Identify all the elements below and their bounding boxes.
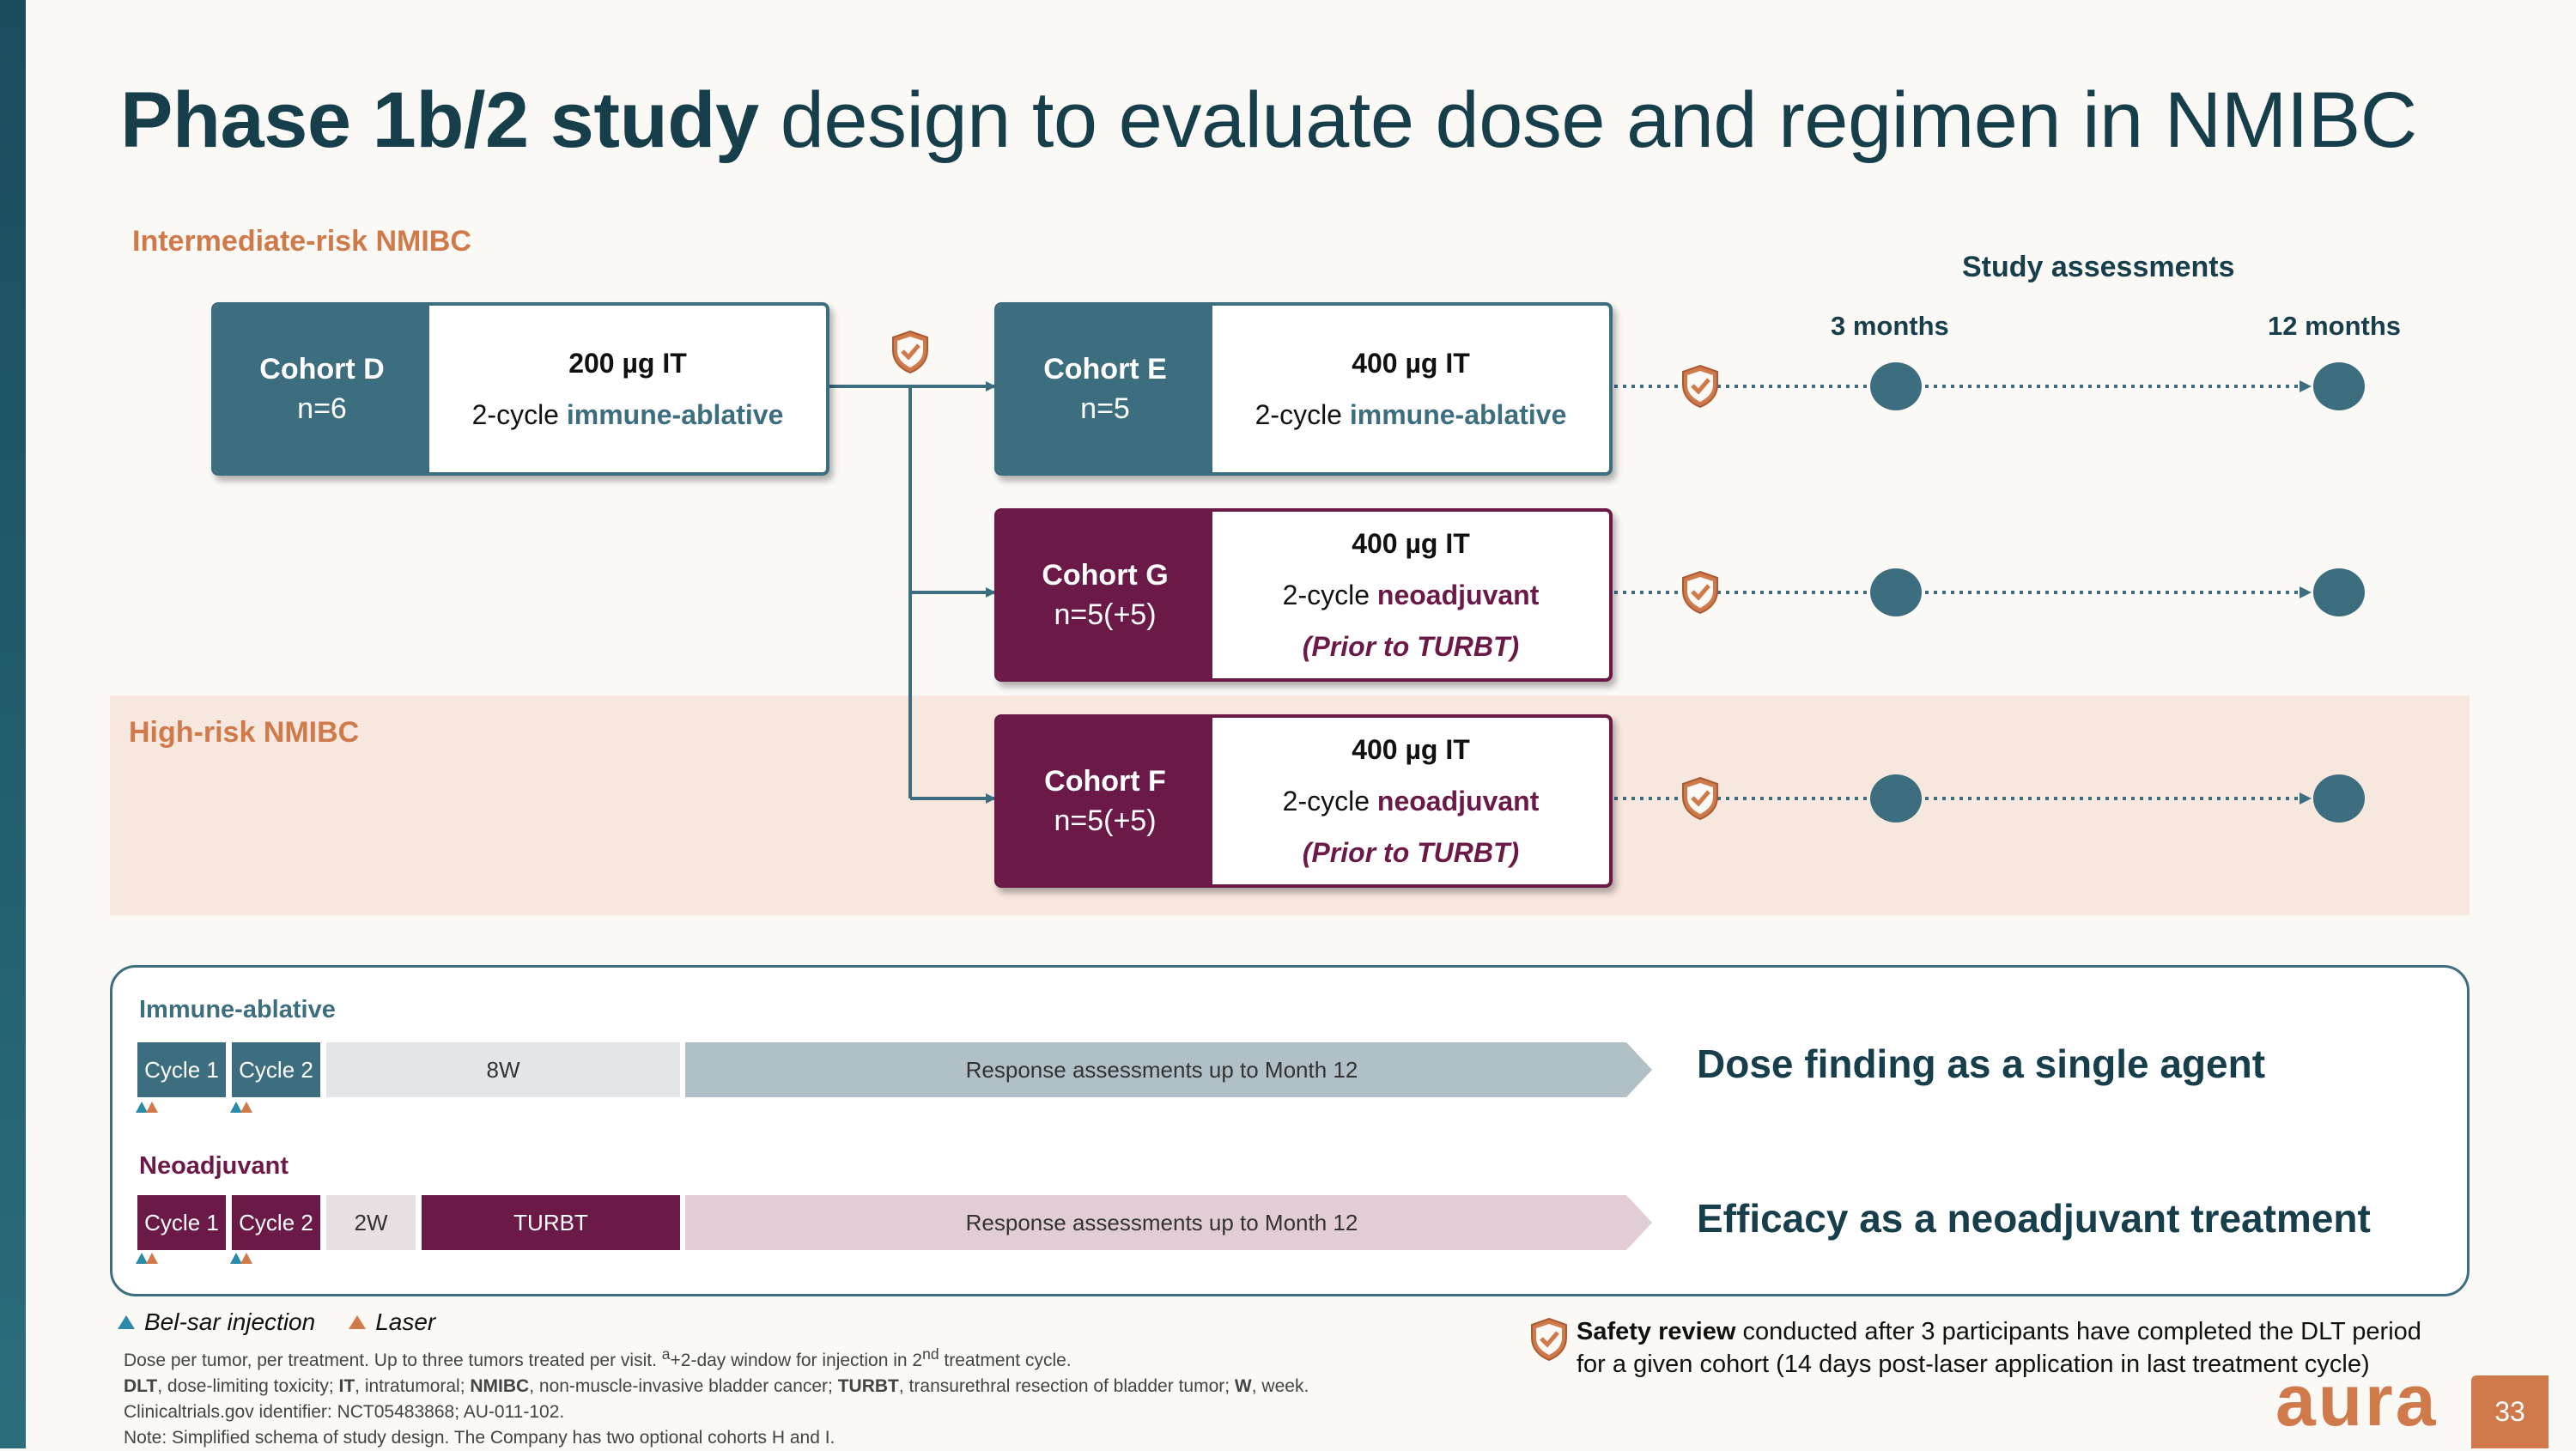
safety-shield-icon (1682, 570, 1718, 615)
cohort-e-detail: 400 µg IT 2-cycle immune-ablative (1212, 306, 1609, 472)
high-risk-label: High-risk NMIBC (129, 716, 360, 749)
immune-cycle2-markers (230, 1102, 252, 1113)
dot-g-3m (1870, 568, 1922, 616)
neo-cycle2-markers (230, 1253, 252, 1264)
page-number: 33 (2471, 1375, 2549, 1448)
neo-response-arrow-shape (685, 1195, 1652, 1250)
footnote-note: Note: Simplified schema of study design.… (124, 1428, 835, 1448)
neo-turbt: TURBT (422, 1195, 680, 1250)
cohort-f-detail: 400 µg IT 2-cycle neoadjuvant (Prior to … (1212, 718, 1609, 884)
left-accent-bar (0, 0, 26, 1448)
safety-shield-icon (1682, 364, 1718, 409)
footnote-identifier: Clinicaltrials.gov identifier: NCT054838… (124, 1402, 565, 1422)
legend-laser: Laser (375, 1308, 436, 1335)
injection-triangle-icon (118, 1315, 135, 1329)
safety-shield-icon (1531, 1317, 1567, 1362)
safety-shield-icon (892, 330, 928, 374)
timepoint-12-months: 12 months (2268, 311, 2402, 341)
safety-shield-icon (1682, 776, 1718, 821)
intermediate-risk-label: Intermediate-risk NMIBC (132, 225, 471, 258)
page-title: Phase 1b/2 study design to evaluate dose… (120, 76, 2417, 164)
safety-review-note: Safety review conducted after 3 particip… (1577, 1318, 2421, 1378)
neo-response-arrow: Response assessments up to Month 12 (965, 1209, 1358, 1235)
aura-logo: aura (2275, 1360, 2439, 1441)
immune-ablative-label: Immune-ablative (139, 996, 336, 1023)
neo-cycle1: Cycle 1 (137, 1195, 226, 1250)
immune-cycle1-markers (136, 1102, 158, 1113)
dot-e-3m (1870, 362, 1922, 410)
study-assessments-title: Study assessments (1962, 251, 2235, 283)
dot-f-3m (1870, 774, 1922, 823)
neo-2w-gap: 2W (326, 1195, 416, 1250)
footnote-dose: Dose per tumor, per treatment. Up to thr… (124, 1345, 1072, 1370)
dot-e-12m (2313, 362, 2365, 410)
assessment-timelines (1614, 380, 2312, 804)
legend-injection: Bel-sar injection (144, 1308, 316, 1335)
neoadjuvant-label: Neoadjuvant (139, 1152, 289, 1180)
timepoint-3-months: 3 months (1831, 311, 1949, 341)
dot-f-12m (2313, 774, 2365, 823)
immune-purpose: Dose finding as a single agent (1697, 1041, 2266, 1086)
neo-cycle1-markers (136, 1253, 158, 1264)
cohort-g-detail: 400 µg IT 2-cycle neoadjuvant (Prior to … (1212, 512, 1609, 678)
neo-purpose: Efficacy as a neoadjuvant treatment (1697, 1196, 2371, 1241)
neo-cycle2: Cycle 2 (232, 1195, 320, 1250)
footnotes: Dose per tumor, per treatment. Up to thr… (124, 1341, 1309, 1451)
immune-cycle2: Cycle 2 (232, 1042, 320, 1097)
footnote-abbreviations: DLT, dose-limiting toxicity; IT, intratu… (124, 1376, 1309, 1396)
cohort-d-branch-lines (823, 381, 996, 804)
immune-response-arrow-shape (685, 1042, 1652, 1097)
assessment-dots (1870, 362, 2365, 823)
dot-g-12m (2313, 568, 2365, 616)
cohort-d-detail: 200 µg IT 2-cycle immune-ablative (429, 306, 826, 472)
laser-triangle-icon (349, 1315, 367, 1329)
immune-response-arrow: Response assessments up to Month 12 (965, 1056, 1358, 1083)
immune-8w-gap: 8W (326, 1042, 680, 1097)
legend: Bel-sar injection Laser (117, 1308, 435, 1336)
immune-cycle1: Cycle 1 (137, 1042, 226, 1097)
